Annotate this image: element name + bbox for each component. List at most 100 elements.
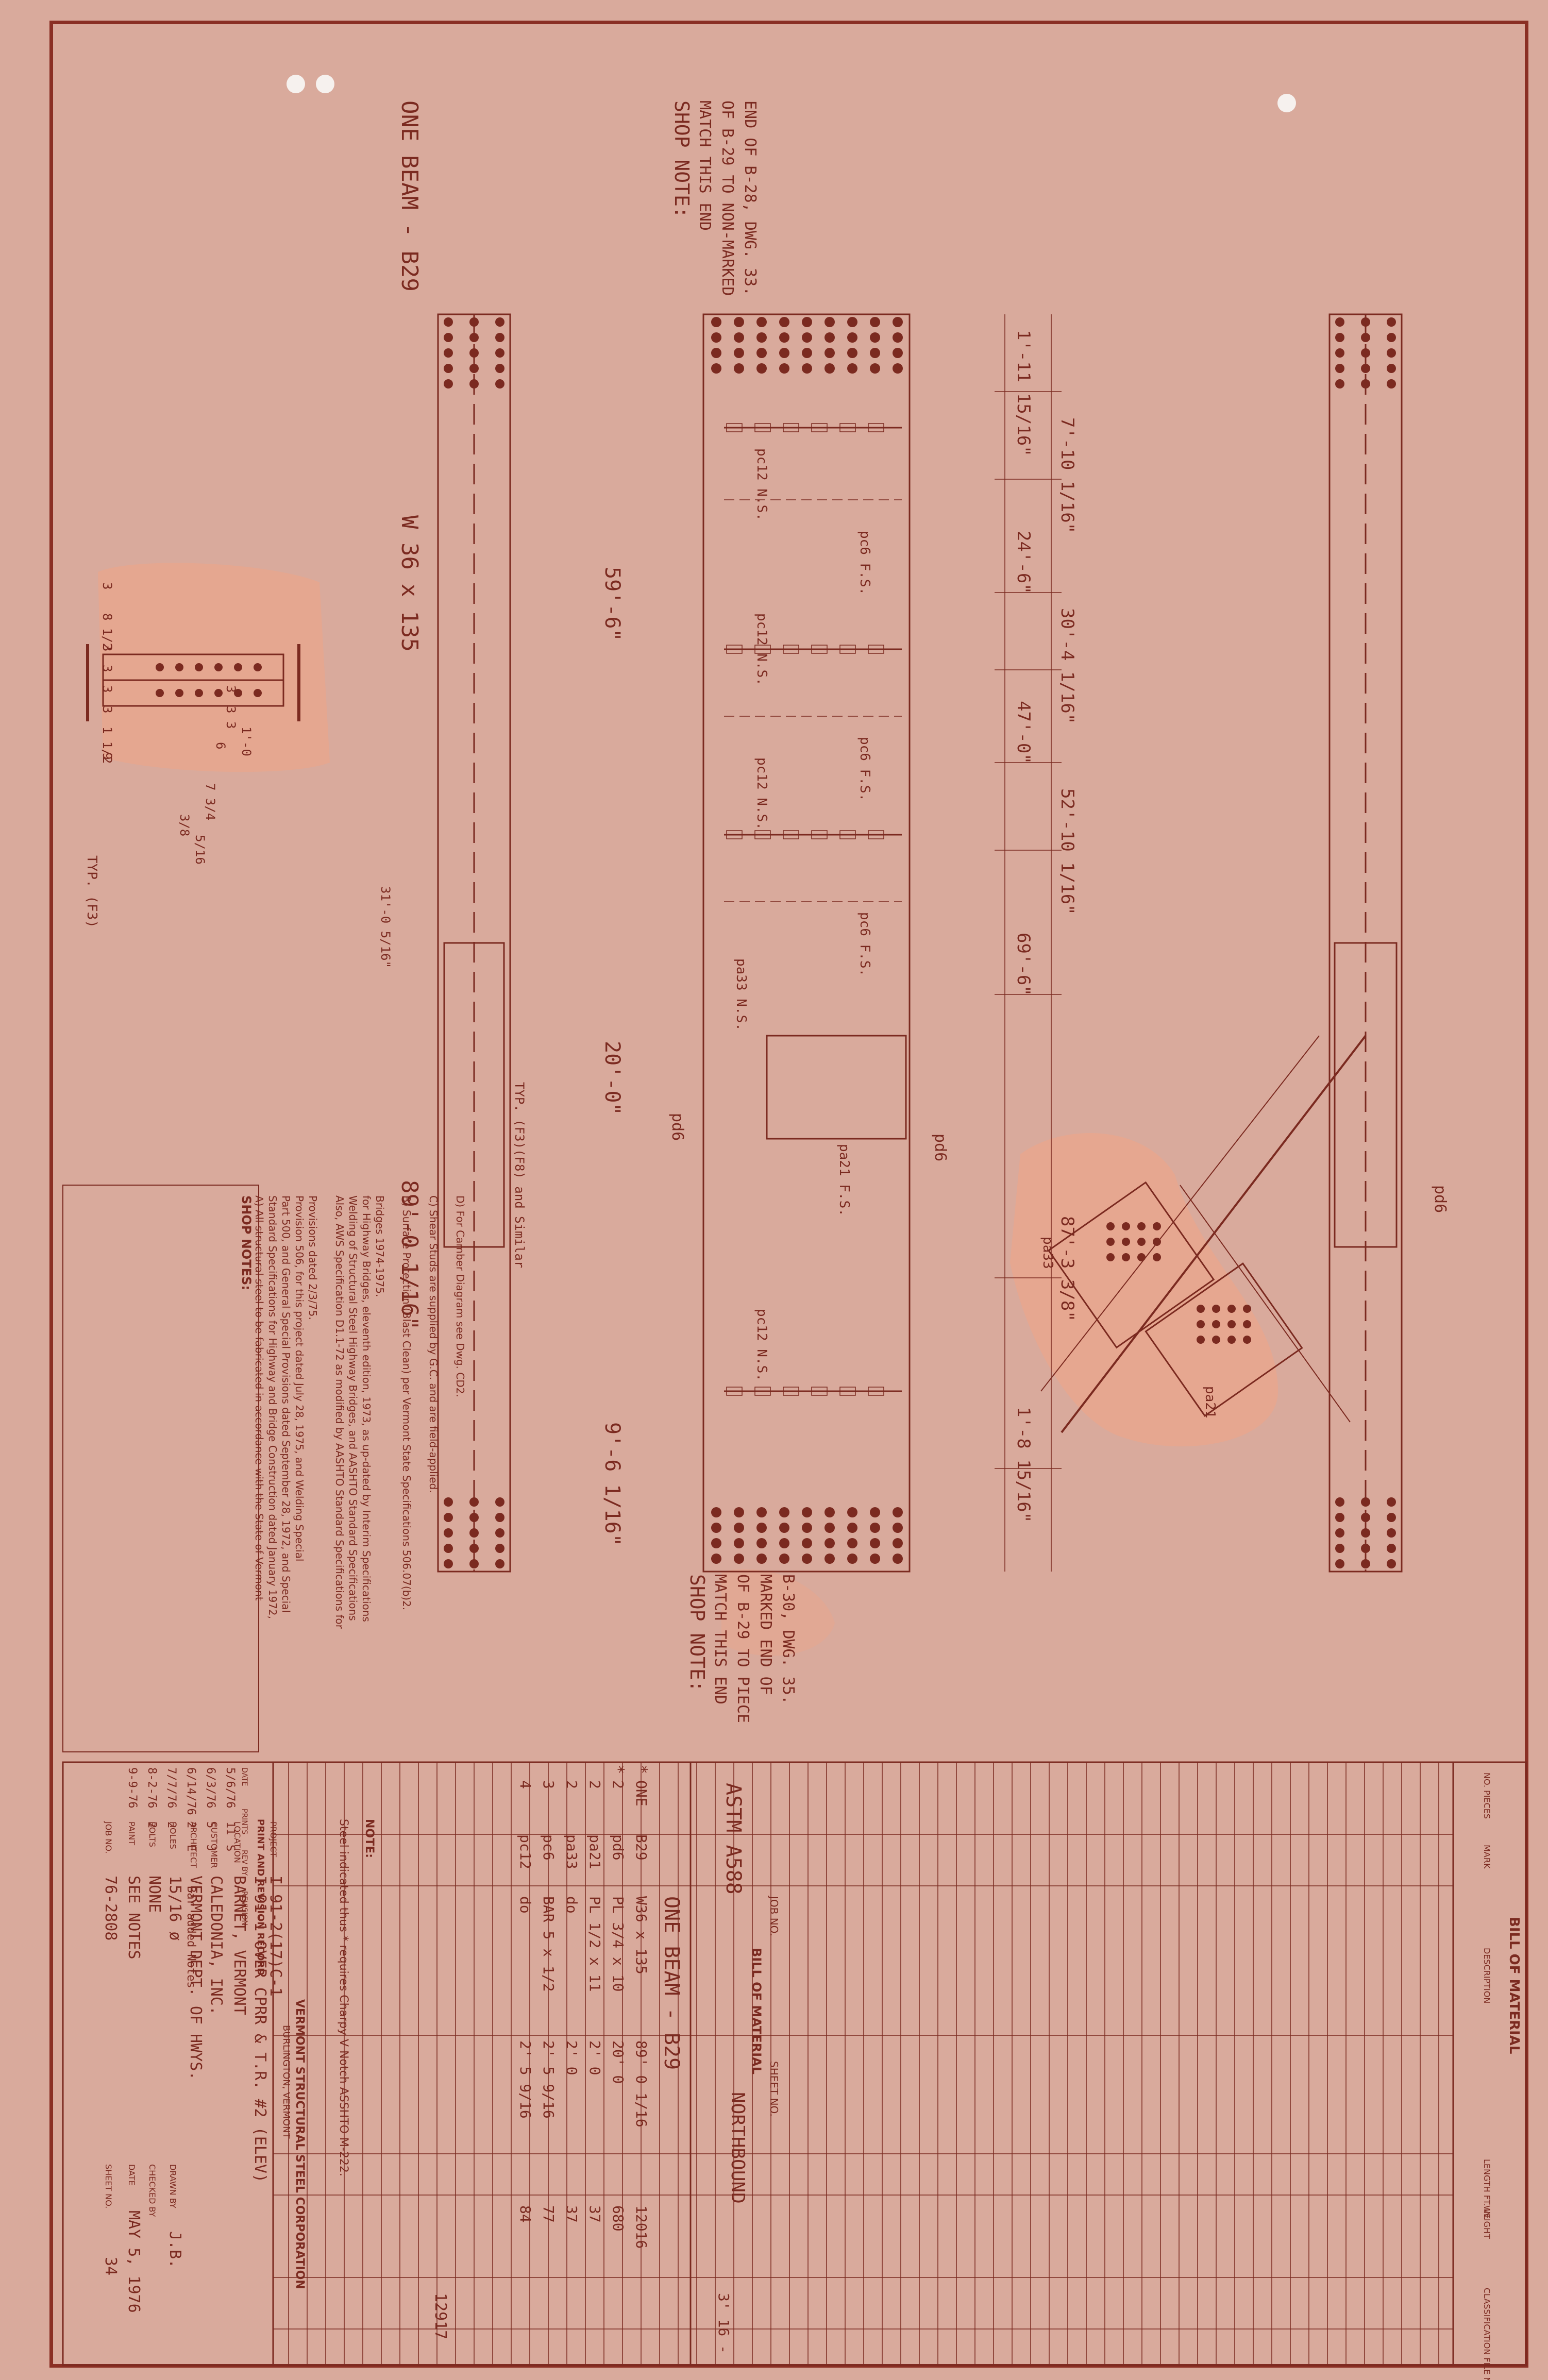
shop-note-item: C) Shear Studs are supplied by G.C. and … xyxy=(427,1195,440,1493)
bolt-hole xyxy=(893,1554,903,1564)
bolt-hole xyxy=(444,1528,453,1538)
bolt-hole xyxy=(1361,1559,1370,1568)
title-block-value: MAY 5, 1976 xyxy=(125,2210,143,2313)
stiffener-bar xyxy=(811,830,828,839)
bolt-hole xyxy=(1227,1320,1236,1328)
bom-weight: 37 xyxy=(563,2205,580,2223)
bolt-hole xyxy=(870,348,880,358)
station-dimension: 24'-6" xyxy=(1013,531,1034,594)
bolt-hole xyxy=(1197,1320,1205,1328)
bolt-hole xyxy=(444,348,453,358)
beam-section: W 36 x 135 xyxy=(396,515,423,652)
detail-dimension: 1 1/2 xyxy=(100,727,114,764)
bolt-hole xyxy=(254,689,262,697)
bolt-hole xyxy=(847,1538,857,1548)
revision-date: 9-9-76 xyxy=(126,1767,139,1808)
bom-no-pieces: 4 xyxy=(517,1780,534,1789)
bolt-hole xyxy=(893,348,903,358)
bolt-hole xyxy=(1387,317,1396,327)
beam-sub-length: 59'-6" xyxy=(600,567,624,642)
beam-end-length: 9'-6 1/16" xyxy=(600,1422,624,1546)
bolt-hole xyxy=(1335,1497,1344,1507)
bolt-hole xyxy=(495,348,504,358)
bolt-hole xyxy=(825,348,835,358)
bolt-hole xyxy=(756,1523,767,1533)
bolt-hole xyxy=(825,1554,835,1564)
bom-column-header: LENGTH FT. IN. xyxy=(1482,2159,1492,2220)
bolt-hole xyxy=(870,332,880,343)
beam-title: ONE BEAM - B29 xyxy=(396,100,423,292)
bolt-hole xyxy=(444,379,453,389)
bolt-hole xyxy=(802,1554,812,1564)
bom-column-header: CLASSIFICATION FILE NOTES xyxy=(1482,2288,1492,2380)
bolt-hole xyxy=(802,1507,812,1517)
stiffener-bar xyxy=(726,1387,743,1396)
bolt-hole xyxy=(1335,333,1344,342)
bom-group: ONE BEAM - B29 xyxy=(660,1896,683,2070)
bolt-hole xyxy=(734,1507,744,1517)
revision-prints: 5 xyxy=(204,1821,217,1828)
station-dimension: 87'-3 3/8" xyxy=(1057,1216,1078,1322)
bolt-hole xyxy=(444,1559,453,1568)
bolt-hole xyxy=(1137,1253,1146,1261)
bolt-hole xyxy=(779,1554,789,1564)
stiffener-bar xyxy=(868,830,884,839)
revision-title: PRINT AND REVISION RECORD xyxy=(255,1819,266,1976)
bolt-hole xyxy=(1335,1559,1344,1568)
bolt-hole xyxy=(1227,1336,1236,1344)
bom-description: PL 3/4 x 10 xyxy=(610,1896,627,1991)
bolt-hole xyxy=(1387,1497,1396,1507)
bolt-hole xyxy=(1361,1513,1370,1522)
bom-total: 12917 xyxy=(431,2293,449,2339)
shop-note-bottom-line: OF B-29 TO PIECE xyxy=(734,1574,752,1723)
bom-mark: pa21 xyxy=(586,1834,603,1869)
bolt-hole xyxy=(495,379,504,389)
bolt-hole xyxy=(1153,1222,1161,1230)
bolt-hole xyxy=(234,689,242,697)
bolt-patterns xyxy=(156,317,1396,1568)
bolt-hole xyxy=(847,1507,857,1517)
label-pc12: pc12 N.S. xyxy=(754,448,769,521)
bolt-hole xyxy=(870,363,880,374)
bom-note-title: NOTE: xyxy=(363,1819,376,1858)
bolt-hole xyxy=(195,663,203,671)
detail-dimension: 3 xyxy=(100,665,114,672)
bolt-hole xyxy=(847,363,857,374)
bolt-hole xyxy=(870,1554,880,1564)
bolt-hole xyxy=(1212,1336,1220,1344)
gusset-plate xyxy=(1047,1181,1215,1349)
gusset-plate xyxy=(1145,1262,1303,1417)
revision-prints: 2 xyxy=(184,1821,197,1828)
bolt-hole xyxy=(847,317,857,327)
title-block-label: LOCATION xyxy=(232,1821,242,1863)
bolt-hole xyxy=(1387,348,1396,358)
stiffener-bar xyxy=(868,1387,884,1396)
bolt-hole xyxy=(1243,1336,1251,1344)
bolt-hole xyxy=(870,317,880,327)
bolt-hole xyxy=(870,1538,880,1548)
bolt-hole xyxy=(779,348,789,358)
bolt-hole xyxy=(847,332,857,343)
stiffener-bar xyxy=(754,1387,771,1396)
bolt-hole xyxy=(756,348,767,358)
title-block-label: CUSTOMER xyxy=(209,1821,219,1868)
bolt-hole xyxy=(1122,1253,1130,1261)
bolt-hole xyxy=(779,1507,789,1517)
bom-column-header: WEIGHT xyxy=(1482,2205,1492,2239)
detail-dimension: 3/8 xyxy=(177,814,192,836)
bolt-hole xyxy=(1361,348,1370,358)
bolt-hole xyxy=(756,1554,767,1564)
stiffener-bar xyxy=(783,645,799,654)
bolt-hole xyxy=(469,1497,479,1507)
bom-charpy-star: * xyxy=(609,1765,627,1774)
bolt-hole xyxy=(1122,1222,1130,1230)
label-typ-f3-f8: TYP. (F3)(F8) and Similar xyxy=(512,1082,527,1268)
revision-prints: 11 xyxy=(224,1821,237,1835)
revision-date: 6/3/76 xyxy=(204,1767,217,1808)
detail-dimension: 3 xyxy=(224,706,238,713)
bom-mark: pd6 xyxy=(610,1834,627,1861)
label-pc12: pc12 N.S. xyxy=(754,757,769,830)
shop-note-item: A) All structural steel to be fabricated… xyxy=(253,1195,265,1601)
bolt-hole xyxy=(779,317,789,327)
punch-hole xyxy=(1277,94,1296,112)
